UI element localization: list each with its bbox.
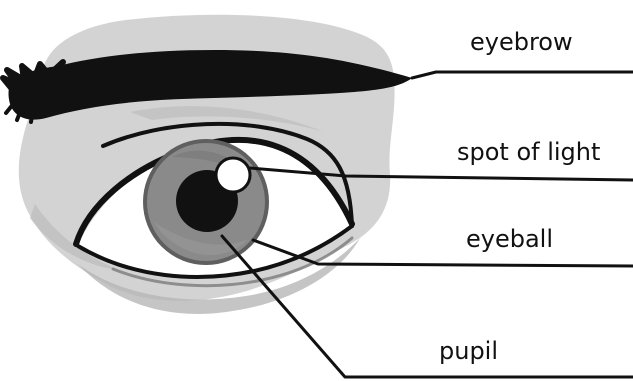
pupil-label: pupil xyxy=(439,337,498,365)
labels: eyebrow spot of light eyeball pupil xyxy=(439,28,600,365)
spot-of-light xyxy=(216,158,250,192)
eyebrow-leader-line xyxy=(412,72,633,78)
eyebrow-label: eyebrow xyxy=(470,28,573,56)
eyeball-label: eyeball xyxy=(466,225,553,253)
spot-of-light-label: spot of light xyxy=(457,138,600,166)
